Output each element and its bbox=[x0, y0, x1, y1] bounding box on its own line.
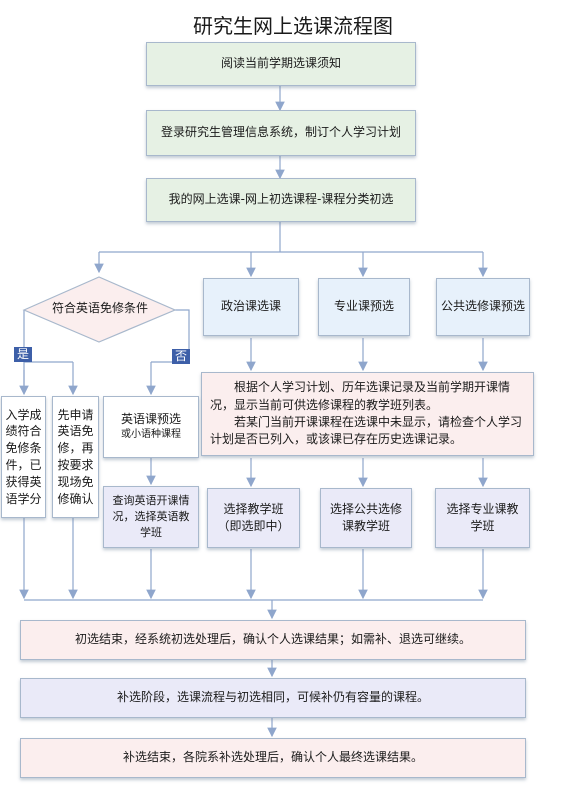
category-politics-label: 政治课选课 bbox=[220, 299, 281, 314]
english-query-class: 查询英语开课情况，选择英语教学班 bbox=[103, 486, 199, 548]
step-login-plan-label: 登录研究生管理信息系统，制订个人学习计划 bbox=[160, 125, 401, 140]
english-exempt-qualified: 入学成绩符合免修条件，已获得英语学分 bbox=[1, 396, 46, 518]
choose-public-class: 选择公共选修课教学班 bbox=[320, 488, 412, 548]
decision-diamond bbox=[22, 276, 177, 343]
choose-major-class-label: 选择专业课教学班 bbox=[446, 501, 519, 533]
choose-major-class: 选择专业课教学班 bbox=[435, 488, 530, 548]
english-exempt-qualified-label: 入学成绩符合免修条件，已获得英语学分 bbox=[5, 407, 42, 506]
note-line-2: 若某门当前开课课程在选课中未显示，请检查个人学习计划是否已列入，或该课已存在历史… bbox=[210, 415, 523, 447]
category-public: 公共选修课预选 bbox=[436, 278, 530, 336]
final-step-preselect-end-label: 初选结束，经系统初选处理后，确认个人选课结果；如需补、退选可继续。 bbox=[74, 632, 471, 647]
choose-politics-class: 选择教学班（即选即中） bbox=[207, 488, 300, 548]
step-read-notice: 阅读当前学期选课须知 bbox=[146, 42, 416, 86]
note-line-1: 根据个人学习计划、历年选课记录及当前学期开课情况，显示当前可供选修课程的教学班列… bbox=[210, 380, 511, 412]
category-public-label: 公共选修课预选 bbox=[440, 299, 525, 314]
english-preselect-sublabel: 或小语种课程 bbox=[121, 429, 181, 441]
category-major-label: 专业课预选 bbox=[333, 299, 394, 314]
step-online-preselect: 我的网上选课-网上初选课程-课程分类初选 bbox=[146, 178, 416, 222]
step-online-preselect-label: 我的网上选课-网上初选课程-课程分类初选 bbox=[168, 192, 394, 207]
final-step-preselect-end: 初选结束，经系统初选处理后，确认个人选课结果；如需补、退选可继续。 bbox=[20, 620, 526, 660]
final-step-confirm: 补选结束，各院系补选处理后，确认个人最终选课结果。 bbox=[20, 738, 526, 778]
english-exempt-apply-label: 先申请英语免修，再按要求现场免修确认 bbox=[57, 407, 94, 506]
no-tag: 否 bbox=[172, 349, 191, 364]
final-step-confirm-label: 补选结束，各院系补选处理后，确认个人最终选课结果。 bbox=[122, 750, 423, 765]
category-major: 专业课预选 bbox=[318, 278, 410, 336]
step-read-notice-label: 阅读当前学期选课须知 bbox=[220, 56, 341, 71]
category-politics: 政治课选课 bbox=[203, 278, 299, 336]
english-query-class-label: 查询英语开课情况，选择英语教学班 bbox=[112, 494, 190, 539]
final-step-supplement-label: 补选阶段，选课流程与初选相同，可候补仍有容量的课程。 bbox=[116, 690, 429, 705]
line-no-right bbox=[151, 309, 190, 363]
english-exempt-apply: 先申请英语免修，再按要求现场免修确认 bbox=[52, 396, 99, 518]
decision-label: 符合英语免修条件 bbox=[51, 301, 148, 315]
yes-tag: 是 bbox=[14, 347, 33, 362]
english-preselect: 英语课预选 或小语种课程 bbox=[103, 396, 199, 458]
final-step-supplement: 补选阶段，选课流程与初选相同，可候补仍有容量的课程。 bbox=[20, 678, 526, 718]
english-preselect-label: 英语课预选 bbox=[120, 412, 181, 427]
choose-public-class-label: 选择公共选修课教学班 bbox=[329, 501, 402, 533]
diagram-title: 研究生网上选课流程图 bbox=[193, 14, 393, 38]
course-list-note: 根据个人学习计划、历年选课记录及当前学期开课情况，显示当前可供选修课程的教学班列… bbox=[201, 372, 534, 456]
step-login-plan: 登录研究生管理信息系统，制订个人学习计划 bbox=[146, 110, 416, 156]
choose-politics-class-label: 选择教学班（即选即中） bbox=[217, 501, 290, 533]
